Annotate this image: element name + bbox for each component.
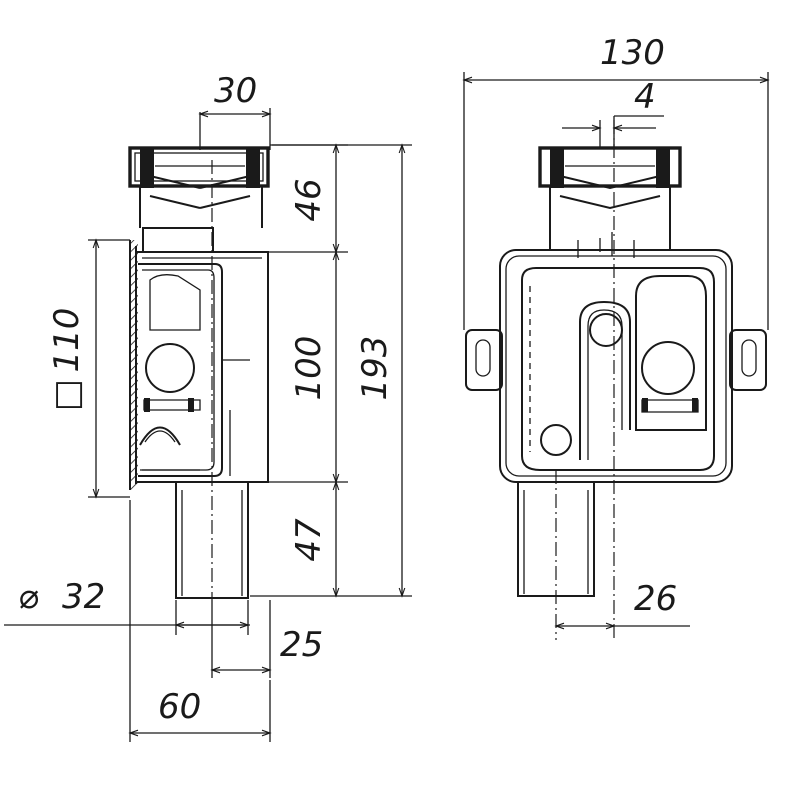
dimension-labels: 30 46 100 193 47 110 □ ⌀ 32 25 60 130 4 … [18,33,677,727]
upper-port [589,313,623,347]
dim-30: 30 [214,71,257,111]
dim-193: 193 [355,336,395,401]
dim-46: 46 [289,178,329,221]
dim-110: 110 [47,308,87,373]
side-section-view [128,146,270,600]
front-section-view [465,120,767,640]
dim-60: 60 [158,687,201,727]
dim-32: 32 [62,577,105,617]
dim-130: 130 [600,33,665,73]
dim-4: 4 [634,77,656,117]
dimension-lines [4,72,770,742]
dim-100: 100 [289,336,329,401]
neck-hatch [142,227,214,253]
front-top-socket [538,146,682,250]
float-ball [145,343,195,393]
front-float-ball [641,341,695,395]
front-housing [465,232,767,483]
dim-25: 25 [280,625,323,665]
dim-26: 26 [634,579,677,619]
diameter-symbol: ⌀ [18,577,39,617]
lower-port [540,424,572,456]
side-body [129,240,269,490]
dim-47: 47 [289,518,329,562]
square-symbol: □ [47,379,87,411]
top-socket [128,146,270,228]
